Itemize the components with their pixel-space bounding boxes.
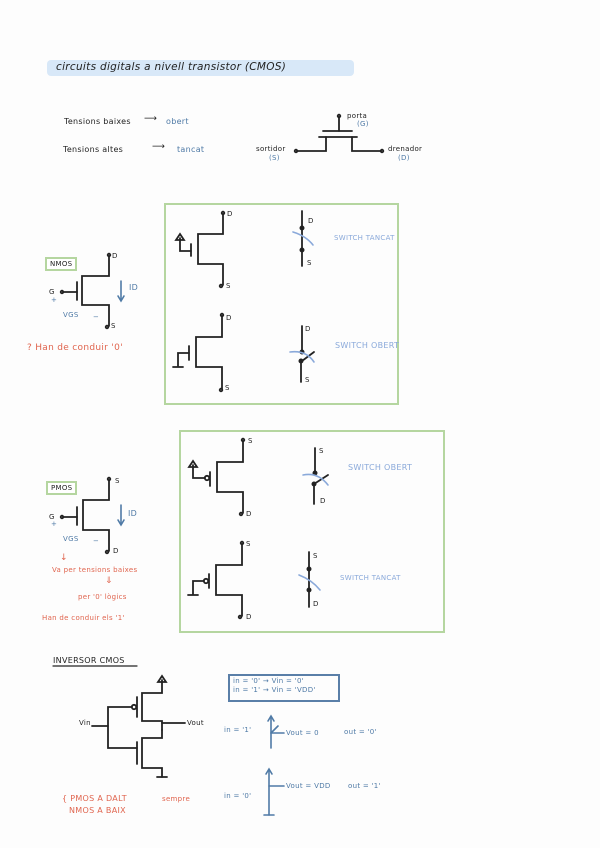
pmos-case2-source: S <box>246 540 251 548</box>
low-voltage-state: obert <box>166 117 189 126</box>
drain-label: drenador <box>388 145 423 153</box>
inverter-note-line-2: NMOS A BAIX <box>69 806 126 815</box>
truth-table-box <box>228 674 340 702</box>
high-voltage-state: tancat <box>177 145 205 154</box>
truth-line-1: in = '0' → Vin = '0' <box>233 677 304 685</box>
pmos-note-1: Va per tensions baixes <box>52 566 138 574</box>
pmos-case1-switch-source: S <box>319 447 324 455</box>
arrow-icon: ⟶ <box>144 114 157 124</box>
pmos-id-label: ID <box>128 509 138 518</box>
nmos-case1-switch-source: S <box>307 259 312 267</box>
inverter-circuit <box>52 665 186 778</box>
case1-vout: Vout = 0 <box>286 729 319 737</box>
nmos-case1-state: SWITCH TANCAT <box>334 234 395 242</box>
nmos-note: ? Han de conduir '0' <box>27 343 123 353</box>
pmos-case1-drain: D <box>246 510 252 518</box>
pmos-note-arrow: ↓ <box>60 553 68 563</box>
page-title: circuits digitals a nivell transistor (C… <box>56 61 287 73</box>
gate-abbr: (G) <box>357 120 369 128</box>
pmos-case2-switch-source: S <box>313 552 318 560</box>
high-voltage-label: Tensions altes <box>63 145 124 154</box>
pmos-case1-symbol <box>187 437 246 517</box>
pmos-source-label: S <box>115 477 120 485</box>
truth-line-2: in = '1' → Vin = 'VDD' <box>233 686 316 694</box>
nmos-plus: + <box>51 296 58 304</box>
inverter-note-side: sempre <box>162 795 191 803</box>
nmos-cases-box <box>164 203 399 405</box>
nmos-id-label: ID <box>129 283 139 292</box>
nmos-source-label: S <box>111 322 116 330</box>
pmos-case1-switch-drain: D <box>320 497 326 505</box>
inverter-note-line-1: { PMOS A DALT <box>62 794 127 803</box>
pmos-case1-state: SWITCH OBERT <box>348 463 413 472</box>
case2-input: in = '0' <box>224 792 252 800</box>
nmos-case1-switch-arrow-icon <box>292 231 314 246</box>
nmos-id-arrow-icon <box>117 280 125 303</box>
pmos-case2-drain: D <box>246 613 252 621</box>
nmos-case1-switch-drain: D <box>308 217 314 225</box>
pmos-case2-symbol <box>187 540 245 620</box>
drain-abbr: (D) <box>398 154 410 162</box>
intro-transistor-symbol <box>293 113 385 154</box>
nmos-minus: − <box>93 313 100 321</box>
nmos-case2-symbol <box>172 312 225 393</box>
inverter-vout-label: Vout <box>187 719 204 727</box>
pmos-id-arrow-icon <box>117 504 125 527</box>
nmos-case2-drain: D <box>226 314 232 322</box>
nmos-gate-label: G <box>49 288 55 296</box>
nmos-case1-drain: D <box>227 210 233 218</box>
pmos-vgs-label: VGS <box>63 535 79 543</box>
pmos-case2-switch-arrow-icon <box>298 574 321 591</box>
nmos-case1-source: S <box>226 282 231 290</box>
nmos-vgs-label: VGS <box>63 311 79 319</box>
pmos-tag: PMOS <box>46 481 78 495</box>
nmos-case2-switch-drain: D <box>305 325 311 333</box>
case1-out: out = '0' <box>344 728 377 736</box>
inverter-case1-switch <box>267 714 285 749</box>
gate-label: porta <box>347 112 368 120</box>
title-highlight <box>47 60 354 76</box>
nmos-case2-source: S <box>225 384 230 392</box>
arrow-icon: ⟶ <box>152 142 165 152</box>
pmos-case1-source: S <box>248 437 253 445</box>
pmos-note-arrow-2: ⇓ <box>105 576 113 586</box>
inverter-case2-switch <box>263 767 285 816</box>
pmos-note-2: per '0' lògics <box>78 593 127 601</box>
pmos-symbol <box>59 476 112 555</box>
pmos-cases-box <box>179 430 445 633</box>
case1-input: in = '1' <box>224 726 252 734</box>
pmos-case2-state: SWITCH TANCAT <box>340 574 401 582</box>
nmos-case1-symbol <box>174 210 226 289</box>
pmos-plus: + <box>51 520 58 528</box>
nmos-case1-switch <box>299 210 305 267</box>
inverter-heading: INVERSOR CMOS <box>53 656 125 665</box>
pmos-case1-switch-arrow-icon <box>302 473 329 486</box>
pmos-note-3: Han de conduir els '1' <box>42 614 125 622</box>
pmos-gate-label: G <box>49 513 55 521</box>
case2-out: out = '1' <box>348 782 381 790</box>
inverter-vin-label: Vin <box>79 719 91 727</box>
source-label: sortidor <box>256 145 286 153</box>
nmos-case2-state: SWITCH OBERT <box>335 341 400 350</box>
source-abbr: (S) <box>269 154 280 162</box>
nmos-case2-switch-arrow-icon <box>289 350 315 363</box>
nmos-tag: NMOS <box>45 257 78 271</box>
pmos-minus: − <box>93 537 100 545</box>
nmos-symbol <box>59 252 112 330</box>
nmos-drain-label: D <box>112 252 118 260</box>
nmos-case2-switch-source: S <box>305 376 310 384</box>
case2-vout: Vout = VDD <box>286 782 331 790</box>
pmos-case2-switch-drain: D <box>313 600 319 608</box>
low-voltage-label: Tensions baixes <box>64 117 131 126</box>
pmos-drain-label: D <box>113 547 119 555</box>
